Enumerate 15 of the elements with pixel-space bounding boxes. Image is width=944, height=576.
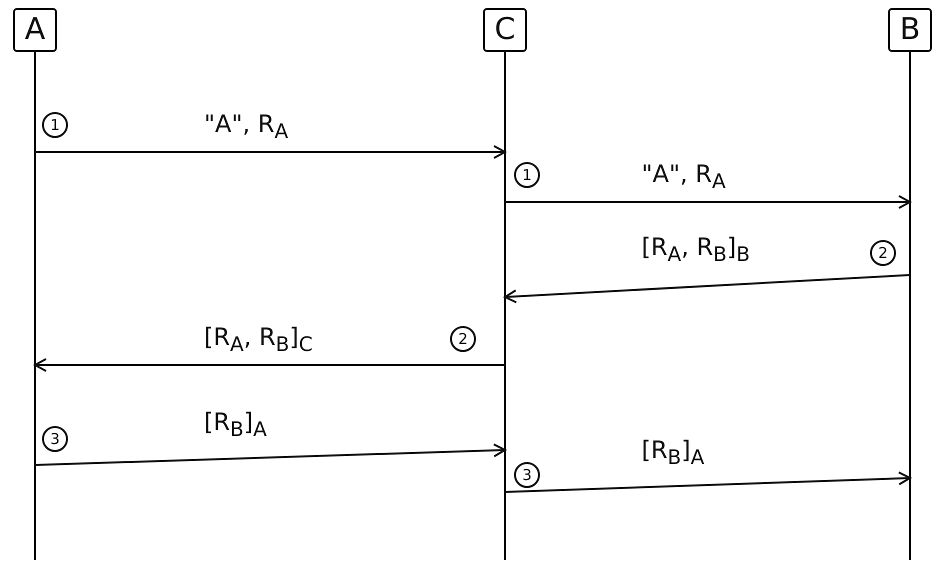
step-number: 1 — [42, 112, 68, 138]
message-arrow — [504, 471, 911, 493]
participant-box: C — [483, 8, 527, 52]
step-number: 1 — [514, 162, 540, 188]
message-arrow — [35, 145, 506, 159]
message-arrow — [505, 195, 911, 209]
participant-box: B — [888, 8, 932, 52]
message-arrow — [504, 274, 910, 304]
step-number: 3 — [514, 462, 540, 488]
step-number: 2 — [450, 326, 476, 352]
message-arrow — [34, 358, 505, 372]
participant-box: A — [13, 8, 57, 52]
step-number: 2 — [870, 240, 896, 266]
message-arrow — [34, 443, 506, 466]
step-number: 3 — [42, 426, 68, 452]
